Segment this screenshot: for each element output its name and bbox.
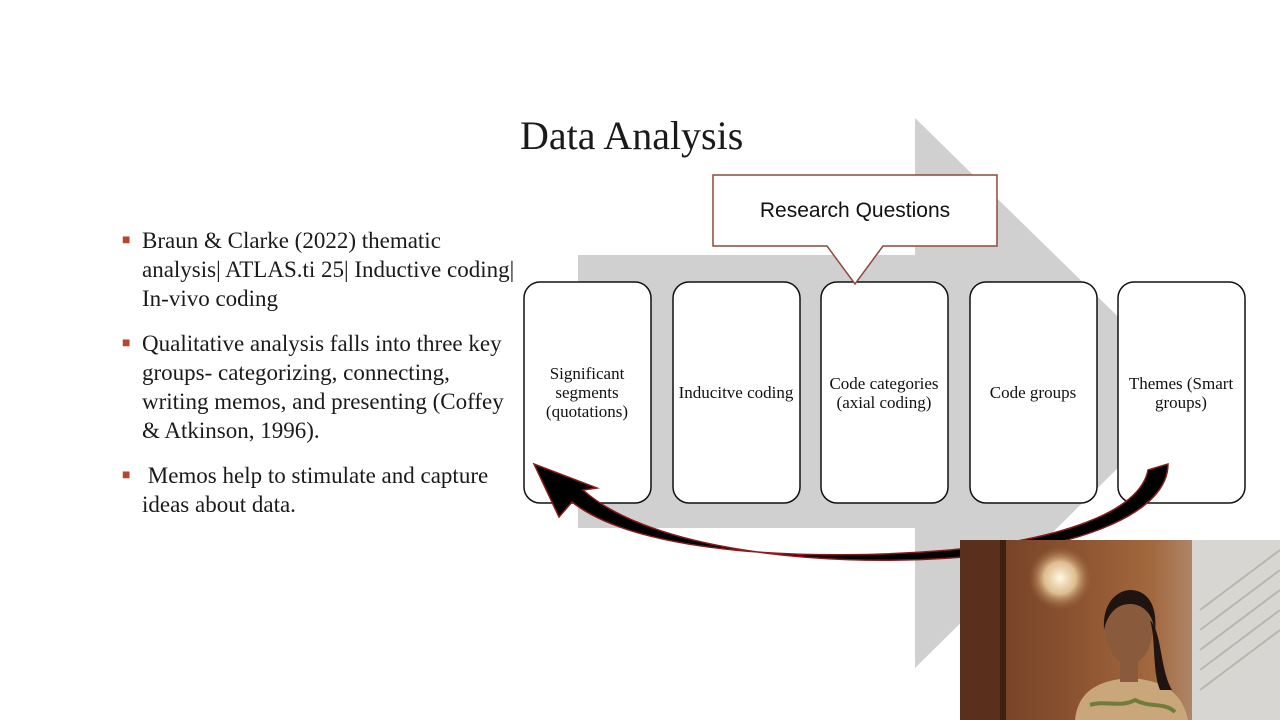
research-questions-label: Research Questions (759, 199, 951, 222)
slide-title: Data Analysis (520, 113, 744, 158)
step-label: Themes (Smart groups) (1128, 373, 1234, 412)
square-bullet-icon: ■ (122, 233, 131, 248)
square-bullet-icon: ■ (122, 336, 131, 351)
step-label: Inducitve coding (678, 383, 794, 402)
step-box-4 (969, 281, 1098, 504)
presenter-video[interactable] (960, 540, 1280, 720)
square-bullet-icon: ■ (122, 468, 131, 483)
step-box-3 (820, 281, 949, 504)
step-box-2 (672, 281, 801, 504)
step-label: Code groups (989, 383, 1077, 402)
bullet-item: ■ Memos help to stimulate and capture id… (122, 463, 494, 517)
bullet-list: ■Braun & Clarke (2022) thematic analysis… (122, 226, 522, 535)
step-label: Code categories (axial coding) (829, 373, 939, 412)
step-box-5 (1117, 281, 1246, 504)
step-label: Significant segments (quotations) (545, 364, 629, 421)
presenter-video-frame (960, 540, 1280, 720)
research-questions-callout (712, 174, 998, 286)
bullet-item: ■Qualitative analysis falls into three k… (122, 331, 504, 443)
bullet-item: ■Braun & Clarke (2022) thematic analysis… (122, 228, 515, 311)
